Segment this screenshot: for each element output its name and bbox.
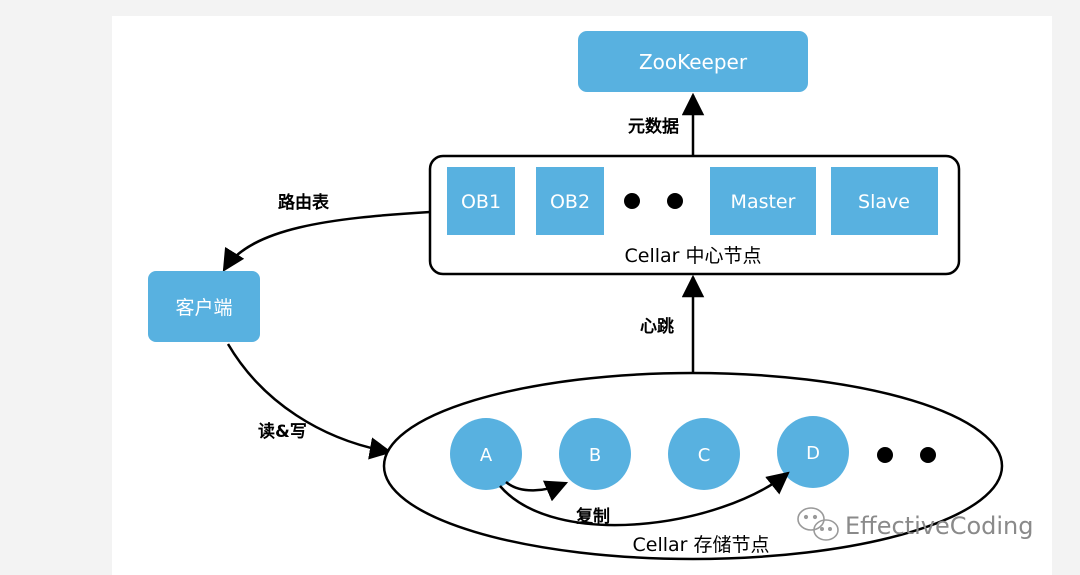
slave-label: Slave — [858, 191, 910, 213]
storage-node-b: B — [559, 418, 631, 490]
wechat-icon — [797, 507, 839, 541]
node-b-label: B — [589, 445, 601, 466]
replicate-arrow-to-b — [505, 480, 569, 502]
client-box: 客户端 — [148, 271, 260, 342]
read-write-arrow — [226, 343, 393, 460]
storage-node-caption: Cellar 存储节点 — [632, 534, 769, 556]
replicate-label: 复制 — [575, 506, 610, 527]
client-label: 客户端 — [175, 297, 232, 319]
read-write-label: 读&写 — [258, 421, 307, 442]
routing-table-arrow — [222, 210, 431, 272]
ellipsis-dot — [624, 193, 640, 209]
node-c-label: C — [698, 445, 711, 466]
storage-node-a: A — [450, 418, 522, 490]
metadata-label: 元数据 — [628, 116, 679, 137]
center-item-slave: Slave — [831, 167, 938, 235]
ob2-label: OB2 — [550, 191, 590, 213]
storage-node-container: A B C D 复制 Cellar 存储节点 — [382, 371, 1004, 561]
replicate-arrow-to-d — [499, 471, 790, 527]
ellipsis-dot — [920, 447, 936, 463]
watermark-text: EffectiveCoding — [845, 512, 1034, 540]
ellipsis-dot — [667, 193, 683, 209]
master-label: Master — [731, 191, 796, 213]
storage-node-d: D — [777, 416, 849, 488]
node-d-label: D — [806, 443, 820, 464]
center-item-master: Master — [710, 167, 816, 235]
zookeeper-box: ZooKeeper — [578, 31, 808, 92]
ob1-label: OB1 — [461, 191, 501, 213]
routing-table-label: 路由表 — [278, 192, 330, 213]
storage-node-c: C — [668, 418, 740, 490]
heartbeat-label: 心跳 — [640, 316, 674, 337]
center-node-container: OB1 OB2 Master Slave Cellar 中心节点 — [428, 154, 961, 276]
center-item-ob1: OB1 — [447, 167, 515, 235]
ellipsis-dot — [877, 447, 893, 463]
zookeeper-label: ZooKeeper — [639, 50, 748, 74]
center-node-caption: Cellar 中心节点 — [624, 245, 761, 267]
watermark: EffectiveCoding — [797, 507, 1034, 541]
node-a-label: A — [480, 445, 493, 466]
center-item-ob2: OB2 — [536, 167, 604, 235]
